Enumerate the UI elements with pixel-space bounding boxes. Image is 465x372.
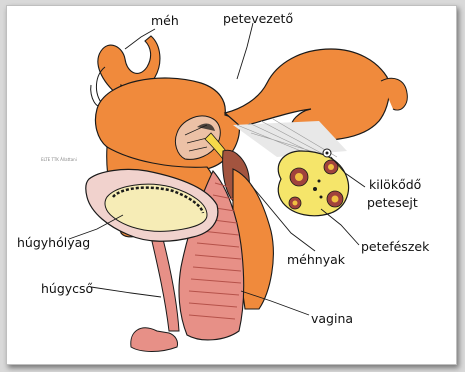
label-mehnyak: méhnyak [287,252,346,267]
diagram-frame: ELTE TTK Állattani méh petevezető kilökő… [6,5,457,365]
label-petefeszek: petefészek [361,239,430,254]
image-credit: ELTE TTK Állattani [41,157,77,162]
label-petesejt: petesejt [367,195,418,210]
label-hugycso: húgycső [41,281,93,296]
label-hugyholyag: húgyhólyag [17,235,90,250]
label-meh: méh [151,13,179,28]
reproductive-anatomy-diagram: ELTE TTK Állattani méh petevezető kilökő… [7,6,456,364]
leader-hugycso [91,287,161,297]
label-petevezeto: petevezető [223,11,293,26]
label-kilokodo: kilökődő [369,177,421,192]
leader-petevezeto [237,23,253,79]
label-vagina: vagina [311,311,353,326]
urethra [151,237,179,331]
